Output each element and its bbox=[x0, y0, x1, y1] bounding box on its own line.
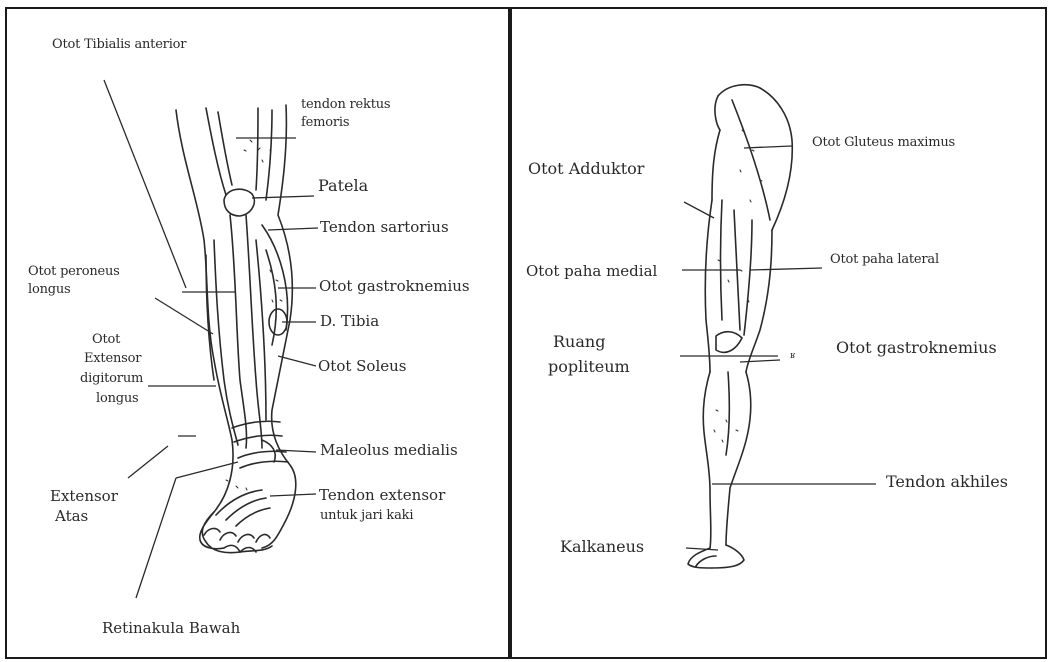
label-extensor-digitorum-1: Otot bbox=[92, 333, 120, 348]
popliteum-mark: ʁ bbox=[790, 351, 796, 361]
label-ruang-popliteum-2: popliteum bbox=[548, 358, 630, 376]
label-peroneus-2: longus bbox=[28, 283, 71, 298]
leader-retinakula-b bbox=[176, 462, 238, 478]
posterior-leg-drawing bbox=[688, 85, 792, 568]
label-paha-medial: Otot paha medial bbox=[526, 263, 657, 280]
label-extensor-digitorum-3: digitorum bbox=[80, 372, 143, 387]
label-tendon-sartorius: Tendon sartorius bbox=[320, 219, 449, 236]
label-tibialis-anterior: Otot Tibialis anterior bbox=[52, 38, 186, 53]
leader-patela bbox=[252, 196, 314, 198]
label-kalkaneus: Kalkaneus bbox=[560, 538, 644, 556]
left-panel-frame bbox=[6, 8, 509, 658]
label-gluteus-maximus: Otot Gluteus maximus bbox=[812, 136, 955, 151]
label-tendon-extensor-1: Tendon extensor bbox=[319, 487, 445, 504]
label-retinakula-bawah: Retinakula Bawah bbox=[102, 620, 240, 637]
label-tibia: D. Tibia bbox=[320, 313, 379, 330]
leader-soleus bbox=[278, 356, 316, 366]
label-gastroknemius-right: Otot gastroknemius bbox=[836, 339, 997, 357]
leader-extensor-atas bbox=[128, 446, 168, 478]
label-patela: Patela bbox=[318, 177, 368, 195]
leader-tendon-extensor bbox=[270, 494, 316, 496]
label-tendon-extensor-2: untuk jari kaki bbox=[320, 509, 413, 524]
leader-retinakula bbox=[136, 478, 176, 598]
label-extensor-digitorum-2: Extensor bbox=[84, 352, 141, 367]
label-maleolus: Maleolus medialis bbox=[320, 442, 458, 459]
label-extensor-atas-2: Atas bbox=[55, 508, 88, 525]
anterior-leg-drawing bbox=[176, 105, 296, 553]
leader-ruang-popliteum-b bbox=[740, 360, 780, 362]
leader-peroneus-longus bbox=[155, 298, 213, 334]
leader-tendon-sartorius bbox=[268, 228, 318, 230]
label-ruang-popliteum-1: Ruang bbox=[553, 333, 605, 351]
leader-kalkaneus bbox=[686, 548, 718, 550]
label-extensor-digitorum-4: longus bbox=[96, 392, 139, 407]
label-adduktor: Otot Adduktor bbox=[528, 160, 644, 178]
panel-frames bbox=[6, 8, 1046, 658]
label-tendon-rektus-2: femoris bbox=[301, 116, 349, 131]
label-gastroknemius-left: Otot gastroknemius bbox=[319, 278, 470, 295]
label-extensor-atas-1: Extensor bbox=[50, 488, 118, 505]
leader-gluteus bbox=[744, 146, 792, 148]
left-texture bbox=[226, 140, 282, 490]
leader-paha-lateral bbox=[750, 268, 822, 270]
label-tendon-akhiles: Tendon akhiles bbox=[886, 473, 1008, 491]
label-peroneus-1: Otot peroneus bbox=[28, 265, 120, 280]
label-soleus: Otot Soleus bbox=[318, 358, 407, 375]
label-paha-lateral: Otot paha lateral bbox=[830, 253, 939, 268]
label-tendon-rektus-1: tendon rektus bbox=[301, 98, 390, 113]
leader-adduktor bbox=[684, 202, 714, 218]
leader-tibialis-anterior bbox=[104, 80, 186, 288]
